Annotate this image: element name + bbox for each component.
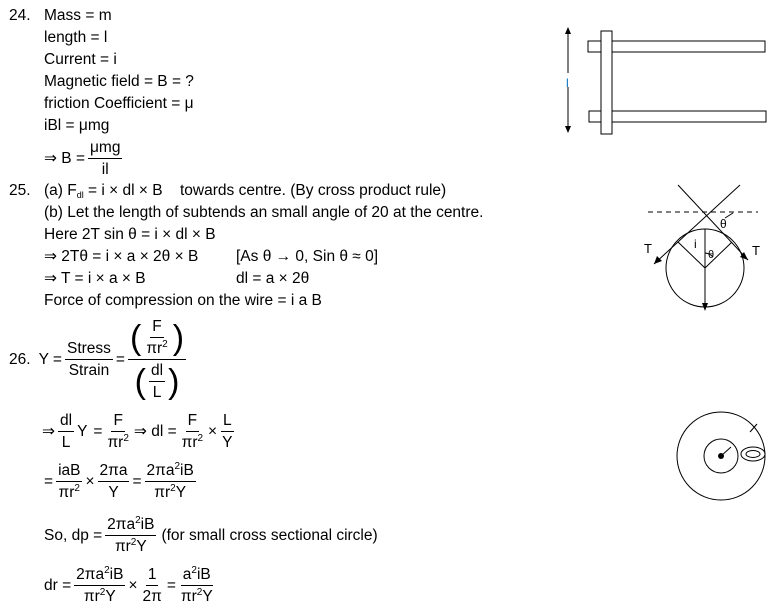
length-label: l bbox=[566, 76, 569, 90]
text-line: Here 2T sin θ = i × dl × B bbox=[44, 226, 216, 243]
text-line: ⇒ 2Tθ = i × a × 2θ × B bbox=[44, 248, 199, 265]
equation: ⇒ B = μmg il bbox=[44, 139, 125, 178]
text-line: Mass = m bbox=[44, 7, 112, 24]
question-number: 26. bbox=[9, 350, 31, 368]
equation-lhs: ⇒ B = bbox=[44, 149, 85, 167]
tension-label-left: T bbox=[644, 241, 652, 256]
text-line: ⇒ T = i × a × B bbox=[44, 270, 146, 287]
text-line: length = l bbox=[44, 29, 108, 46]
fraction: Stress Strain bbox=[64, 340, 113, 380]
text-line: (a) Fdl = i × dl × B bbox=[44, 182, 163, 200]
current-label: i bbox=[694, 237, 697, 251]
text-line: friction Coefficient = μ bbox=[44, 95, 194, 112]
question-number: 25. bbox=[9, 182, 31, 199]
question-number: 24. bbox=[9, 7, 31, 24]
torus-cross-section-figure bbox=[676, 411, 766, 501]
angle-label-inner: θ bbox=[708, 249, 715, 261]
tension-label-right: T bbox=[752, 243, 760, 258]
text-line: (b) Let the length of subtends an small … bbox=[44, 204, 484, 221]
angle-label-top: θ bbox=[720, 217, 727, 231]
fraction: μmg il bbox=[88, 139, 123, 179]
ring-tension-figure bbox=[648, 184, 758, 311]
text-line: iBl = μmg bbox=[44, 117, 110, 134]
text-line: Magnetic field = B = ? bbox=[44, 73, 194, 90]
text-line: Current = i bbox=[44, 51, 117, 68]
text-note: [As θ → 0, Sin θ ≈ 0] bbox=[236, 248, 379, 265]
rails-figure bbox=[564, 27, 767, 135]
text-line: Force of compression on the wire = i a B bbox=[44, 292, 322, 309]
text-note: dl = a × 2θ bbox=[236, 270, 310, 287]
text-note: towards centre. (By cross product rule) bbox=[180, 182, 447, 199]
